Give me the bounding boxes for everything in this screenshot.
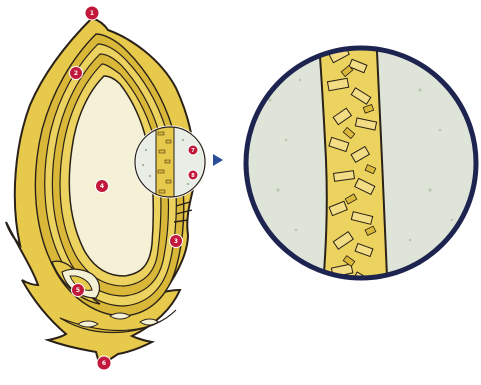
marker-7-label: 7 [191, 148, 195, 154]
marker-5: 5 [72, 284, 85, 297]
marker-1: 1 [85, 6, 99, 20]
marker-1-label: 1 [90, 10, 94, 17]
marker-7: 7 [188, 145, 198, 155]
marker-4-label: 4 [100, 183, 104, 190]
triangle-right-icon [213, 154, 223, 166]
marker-2: 2 [70, 67, 83, 80]
marker-5-label: 5 [76, 287, 80, 294]
marker-4: 4 [96, 180, 109, 193]
marker-3-label: 3 [174, 238, 178, 245]
base-husk-slit-1 [110, 313, 130, 319]
marker-6-label: 6 [102, 360, 106, 367]
marker-8: 8 [188, 170, 198, 180]
marker-6: 6 [97, 356, 111, 370]
marker-3: 3 [170, 235, 183, 248]
marker-8-label: 8 [191, 173, 195, 179]
marker-2-label: 2 [74, 70, 78, 77]
base-husk-slit-2 [78, 321, 98, 327]
magnified-seed-coat [318, 30, 388, 300]
large-magnifier [246, 30, 476, 300]
small-magnifier [135, 126, 205, 200]
